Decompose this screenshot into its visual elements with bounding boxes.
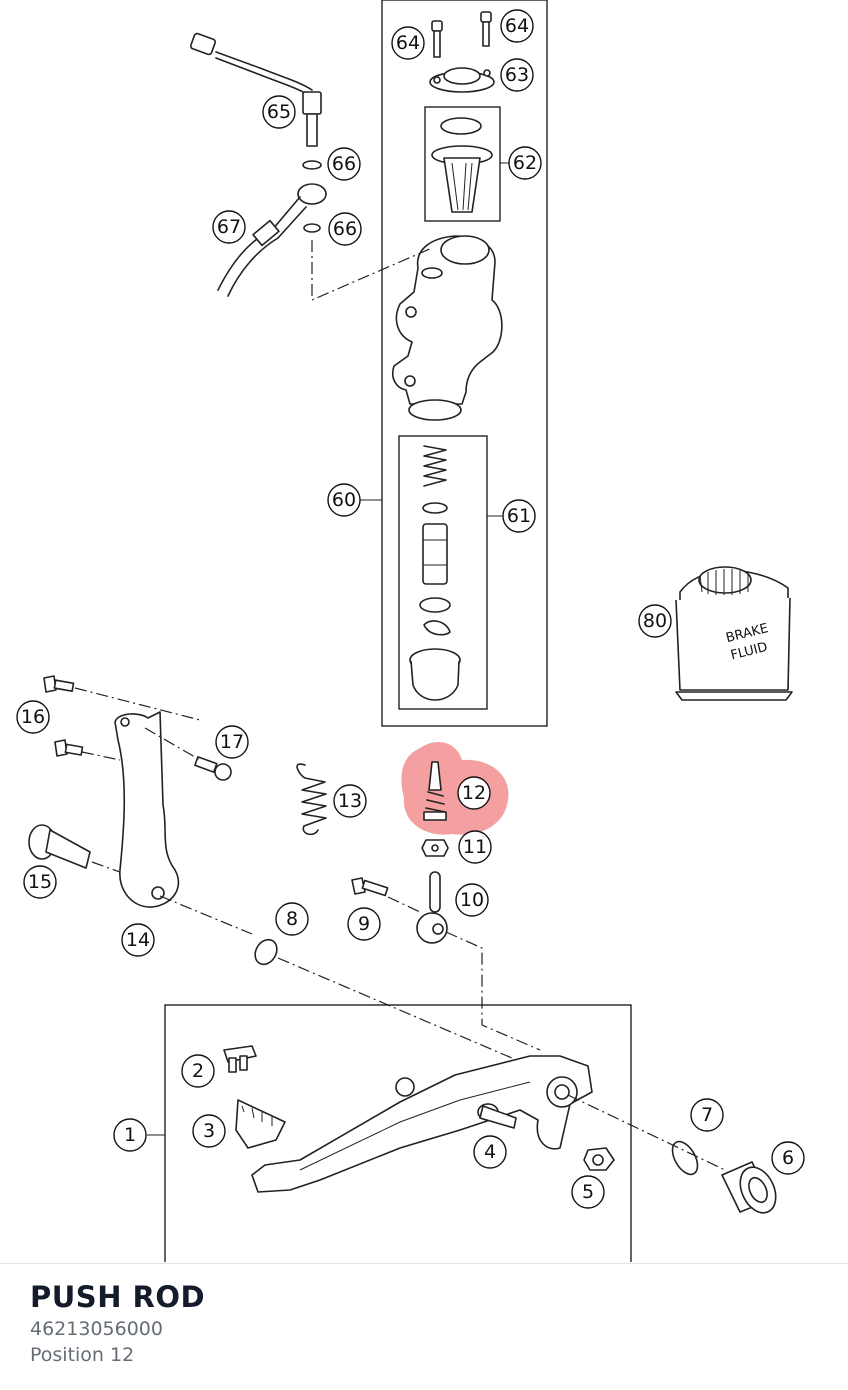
part-number: 46213056000	[30, 1318, 163, 1340]
reservoir-filter-62	[431, 117, 493, 213]
o-ring-8	[254, 938, 278, 966]
callout-11[interactable]: 11	[458, 830, 492, 864]
callout-64-left[interactable]: 64	[391, 26, 425, 60]
svg-text:9: 9	[358, 913, 370, 935]
callout-13[interactable]: 13	[333, 784, 367, 818]
brake-hose-67	[217, 183, 327, 297]
callout-62[interactable]: 62	[508, 146, 542, 180]
callout-60[interactable]: 60	[327, 483, 361, 517]
callout-2[interactable]: 2	[181, 1054, 215, 1088]
callout-9[interactable]: 9	[347, 907, 381, 941]
bolt-16-upper	[43, 675, 75, 693]
svg-text:65: 65	[267, 101, 291, 123]
svg-text:11: 11	[463, 836, 487, 858]
frame-brake-pedal	[164, 1004, 632, 1262]
frame-reservoir-filter	[424, 106, 501, 222]
callout-61[interactable]: 61	[502, 499, 536, 533]
rivet-2	[223, 1045, 257, 1073]
callout-63[interactable]: 63	[500, 58, 534, 92]
callout-4[interactable]: 4	[473, 1135, 507, 1169]
frame-piston-kit	[398, 435, 488, 710]
svg-text:64: 64	[505, 15, 529, 37]
svg-text:13: 13	[338, 790, 362, 812]
return-spring-13	[296, 763, 327, 836]
svg-text:1: 1	[124, 1124, 136, 1146]
nut-5	[583, 1147, 615, 1171]
brake-pedal-1	[251, 1055, 593, 1193]
svg-text:63: 63	[505, 64, 529, 86]
callout-65[interactable]: 65	[262, 95, 296, 129]
svg-text:66: 66	[333, 218, 357, 240]
callout-6[interactable]: 6	[771, 1141, 805, 1175]
callout-67[interactable]: 67	[212, 210, 246, 244]
svg-text:14: 14	[126, 929, 150, 951]
pin-4	[477, 1103, 517, 1129]
bushing-15	[28, 824, 91, 869]
callout-80[interactable]: 80	[638, 604, 672, 638]
brake-light-switch-65	[189, 32, 322, 147]
bolt-16-lower	[54, 739, 84, 757]
svg-text:10: 10	[460, 889, 484, 911]
svg-text:64: 64	[396, 32, 420, 54]
highlight-part-12	[401, 741, 509, 835]
svg-text:80: 80	[643, 610, 667, 632]
svg-text:4: 4	[484, 1141, 496, 1163]
svg-text:2: 2	[192, 1060, 204, 1082]
divider	[0, 1263, 848, 1264]
nut-11	[421, 839, 449, 857]
bolt-17	[194, 756, 232, 781]
exploded-parts-diagram: BRAKE FLUID	[16, 0, 805, 1262]
master-cylinder-body	[391, 235, 503, 421]
callout-15[interactable]: 15	[23, 865, 57, 899]
callout-16[interactable]: 16	[16, 700, 50, 734]
svg-text:6: 6	[782, 1147, 794, 1169]
callout-66-upper[interactable]: 66	[327, 147, 361, 181]
callout-7[interactable]: 7	[690, 1098, 724, 1132]
callout-17[interactable]: 17	[215, 725, 249, 759]
part-name: PUSH ROD	[30, 1280, 206, 1314]
svg-text:12: 12	[462, 782, 486, 804]
screw-64-right	[480, 11, 492, 47]
svg-text:60: 60	[332, 489, 356, 511]
part-info-panel: PUSH ROD 46213056000 Position 12	[30, 1278, 205, 1368]
seal-ring-66-upper	[302, 160, 322, 170]
push-rod-12	[423, 761, 447, 821]
callout-1[interactable]: 1	[113, 1118, 147, 1152]
svg-text:66: 66	[332, 153, 356, 175]
svg-text:67: 67	[217, 216, 241, 238]
callout-10[interactable]: 10	[455, 883, 489, 917]
bushing-6	[721, 1161, 777, 1214]
callout-5[interactable]: 5	[571, 1175, 605, 1209]
piston-kit-61	[409, 445, 461, 701]
frame-master-cylinder	[381, 0, 548, 727]
svg-text:3: 3	[203, 1120, 215, 1142]
svg-text:17: 17	[220, 731, 244, 753]
callout-3[interactable]: 3	[192, 1114, 226, 1148]
screw-64-left	[431, 20, 443, 58]
reservoir-cover-63	[429, 67, 495, 93]
callout-12[interactable]: 12	[457, 776, 491, 810]
callout-8[interactable]: 8	[275, 902, 309, 936]
o-ring-7	[671, 1140, 699, 1176]
bolt-9	[351, 877, 389, 897]
pedal-tip-3	[235, 1099, 286, 1149]
svg-text:61: 61	[507, 505, 531, 527]
part-position: Position 12	[30, 1344, 135, 1366]
svg-text:15: 15	[28, 871, 52, 893]
svg-text:7: 7	[701, 1104, 713, 1126]
callout-14[interactable]: 14	[121, 923, 155, 957]
svg-text:5: 5	[582, 1181, 594, 1203]
callout-64-right[interactable]: 64	[500, 9, 534, 43]
seal-ring-66-lower	[303, 223, 321, 233]
svg-text:62: 62	[513, 152, 537, 174]
svg-text:8: 8	[286, 908, 298, 930]
fork-head-10	[416, 871, 448, 944]
brake-fluid-can-80: BRAKE FLUID	[675, 566, 793, 701]
callout-66-lower[interactable]: 66	[328, 212, 362, 246]
svg-text:16: 16	[21, 706, 45, 728]
